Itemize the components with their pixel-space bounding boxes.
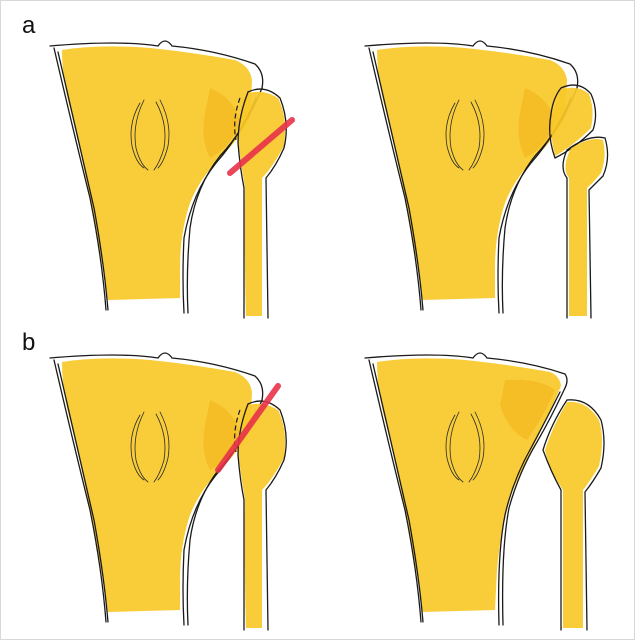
panel-b-after [355,340,625,635]
tibia-shape [50,41,263,313]
tibia-shape [365,353,567,625]
tibia-shape [365,41,578,313]
fibula-shape [235,89,287,318]
panel-a-before [40,28,310,323]
fibula-shaft-fragment [563,137,608,318]
fibula-fragment [543,400,604,630]
tibia-shape [50,353,263,625]
panel-b-before [40,340,310,635]
row-label-a: a [22,14,35,38]
panel-a-after [355,28,625,323]
row-label-b: b [22,331,35,355]
